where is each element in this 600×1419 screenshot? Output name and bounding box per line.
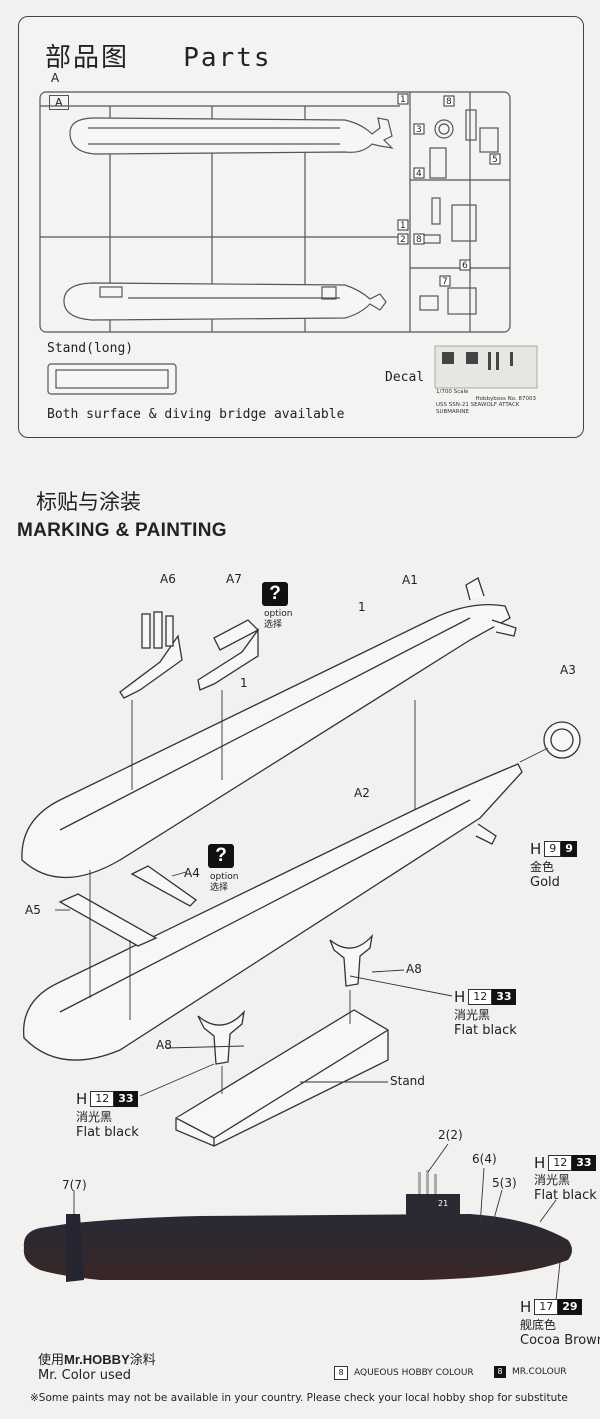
label-a5: A5 — [25, 903, 41, 917]
footer-zh-brand: Mr.HOBBY — [64, 1352, 130, 1367]
availability-note: ※Some paints may not be available in you… — [30, 1392, 568, 1404]
label-profile-7: 7(7) — [62, 1178, 87, 1192]
label-part-1-mid: 1 — [240, 676, 248, 690]
paint-fbr-mr: 33 — [492, 989, 516, 1005]
label-profile-5: 5(3) — [492, 1176, 517, 1190]
submarine-rudder — [66, 1214, 84, 1282]
paint-cocoa-aqueous: 17 — [534, 1299, 559, 1315]
paint-name-profile-flat-black: 消光黑 Flat black — [534, 1173, 597, 1203]
parts-title-en: Parts — [183, 43, 272, 73]
footer-paint-brand-zh: 使用Mr.HOBBY涂料 — [38, 1349, 156, 1368]
paint-fbr-aqueous: 12 — [468, 989, 493, 1005]
paint-cocoa-h: H — [520, 1298, 532, 1316]
label-a3: A3 — [560, 663, 576, 677]
paint-code-gold: H 9 9 — [530, 840, 577, 858]
paint-name-flat-black-left: 消光黑 Flat black — [76, 1110, 139, 1140]
label-stand: Stand — [390, 1074, 425, 1088]
option-mid-line2: 选择 — [210, 883, 229, 893]
paint-fbl-en: Flat black — [76, 1125, 139, 1140]
option-mid-icon: ? — [208, 844, 234, 868]
parts-title-zh: 部品图 — [45, 43, 130, 73]
label-profile-6: 6(4) — [472, 1152, 497, 1166]
legend-mr-label: MR.COLOUR — [512, 1367, 567, 1377]
decal-text-line1: 1/700 Scale — [436, 389, 469, 395]
paint-pfb-en: Flat black — [534, 1188, 597, 1203]
paint-gold-en: Gold — [530, 875, 560, 890]
paint-name-flat-black-right: 消光黑 Flat black — [454, 1008, 517, 1038]
legend-aqueous: 8 AQUEOUS HOBBY COLOUR — [334, 1366, 474, 1380]
paint-code-flat-black-left: H 12 33 — [76, 1090, 138, 1108]
label-a8-top: A8 — [406, 962, 422, 976]
paint-fbr-zh: 消光黑 — [454, 1008, 491, 1022]
paint-gold-zh: 金色 — [530, 860, 555, 874]
bridge-note: Both surface & diving bridge available — [47, 407, 345, 422]
submarine-sail — [406, 1194, 460, 1220]
sprue-label-outer: A — [51, 71, 60, 85]
paint-code-profile-flat-black: H 12 33 — [534, 1154, 596, 1172]
marking-title-zh: 标贴与涂装 — [36, 490, 141, 514]
footer-paint-brand-en: Mr. Color used — [38, 1368, 131, 1383]
paint-fbl-h: H — [76, 1090, 88, 1108]
option-top-label: option 选择 — [264, 609, 292, 631]
decal-label: Decal — [385, 370, 425, 385]
label-a1: A1 — [402, 573, 418, 587]
paint-gold-h: H — [530, 840, 542, 858]
stand-long-label: Stand(long) — [47, 341, 134, 356]
paint-cocoa-mr: 29 — [558, 1299, 582, 1315]
label-a4: A4 — [184, 866, 200, 880]
submarine-profile-hull — [23, 1214, 573, 1280]
decal-text-line2: Hobbyboss No. 87003 — [475, 395, 536, 402]
option-mid-label: option 选择 — [210, 872, 238, 894]
legend-aqueous-box: 8 — [334, 1366, 348, 1380]
paint-pfb-zh: 消光黑 — [534, 1173, 571, 1187]
label-part-1-top: 1 — [358, 600, 366, 614]
label-a7: A7 — [226, 572, 242, 586]
paint-fbl-zh: 消光黑 — [76, 1110, 113, 1124]
option-mid-line1: option — [210, 872, 239, 882]
decal-text-line3: USS SSN-21 SEAWOLF ATTACK SUBMARINE — [436, 402, 520, 415]
paint-fbr-en: Flat black — [454, 1023, 517, 1038]
legend-mr-box: 8 — [494, 1366, 506, 1378]
paint-fbl-mr: 33 — [114, 1091, 138, 1107]
paint-code-flat-black-right: H 12 33 — [454, 988, 516, 1006]
paint-cocoa-zh: 舰底色 — [520, 1318, 557, 1332]
paint-gold-mr: 9 — [561, 841, 577, 857]
decal-text: 1/700 Scale Hobbyboss No. 87003 USS SSN-… — [436, 389, 536, 415]
paint-name-cocoa: 舰底色 Cocoa Brown — [520, 1318, 600, 1348]
paint-name-gold: 金色 Gold — [530, 860, 560, 890]
option-top-line1: option — [264, 609, 293, 619]
parts-panel: 部品图 Parts A A Stand(long) Decal Both sur… — [18, 16, 584, 438]
paint-pfb-aqueous: 12 — [548, 1155, 573, 1171]
paint-code-cocoa: H 17 29 — [520, 1298, 582, 1316]
footer-zh-prefix: 使用 — [38, 1353, 65, 1368]
option-top-icon: ? — [262, 582, 288, 606]
label-a8-bottom: A8 — [156, 1038, 172, 1052]
legend-mr: 8 MR.COLOUR — [494, 1366, 567, 1378]
parts-title: 部品图 Parts — [45, 37, 272, 74]
paint-cocoa-en: Cocoa Brown — [520, 1333, 600, 1348]
footer-zh-suffix: 涂料 — [129, 1353, 156, 1368]
paint-gold-aqueous: 9 — [544, 841, 562, 857]
paint-fbl-aqueous: 12 — [90, 1091, 115, 1107]
paint-pfb-h: H — [534, 1154, 546, 1172]
paint-pfb-mr: 33 — [572, 1155, 596, 1171]
legend-aqueous-label: AQUEOUS HOBBY COLOUR — [354, 1368, 474, 1378]
label-profile-2: 2(2) — [438, 1128, 463, 1142]
label-a2: A2 — [354, 786, 370, 800]
sprue-label-inner: A — [49, 95, 69, 110]
paint-fbr-h: H — [454, 988, 466, 1006]
marking-title-en: MARKING & PAINTING — [17, 520, 227, 541]
hull-number: 21 — [438, 1199, 448, 1208]
label-a6: A6 — [160, 572, 176, 586]
option-top-line2: 选择 — [264, 620, 283, 630]
